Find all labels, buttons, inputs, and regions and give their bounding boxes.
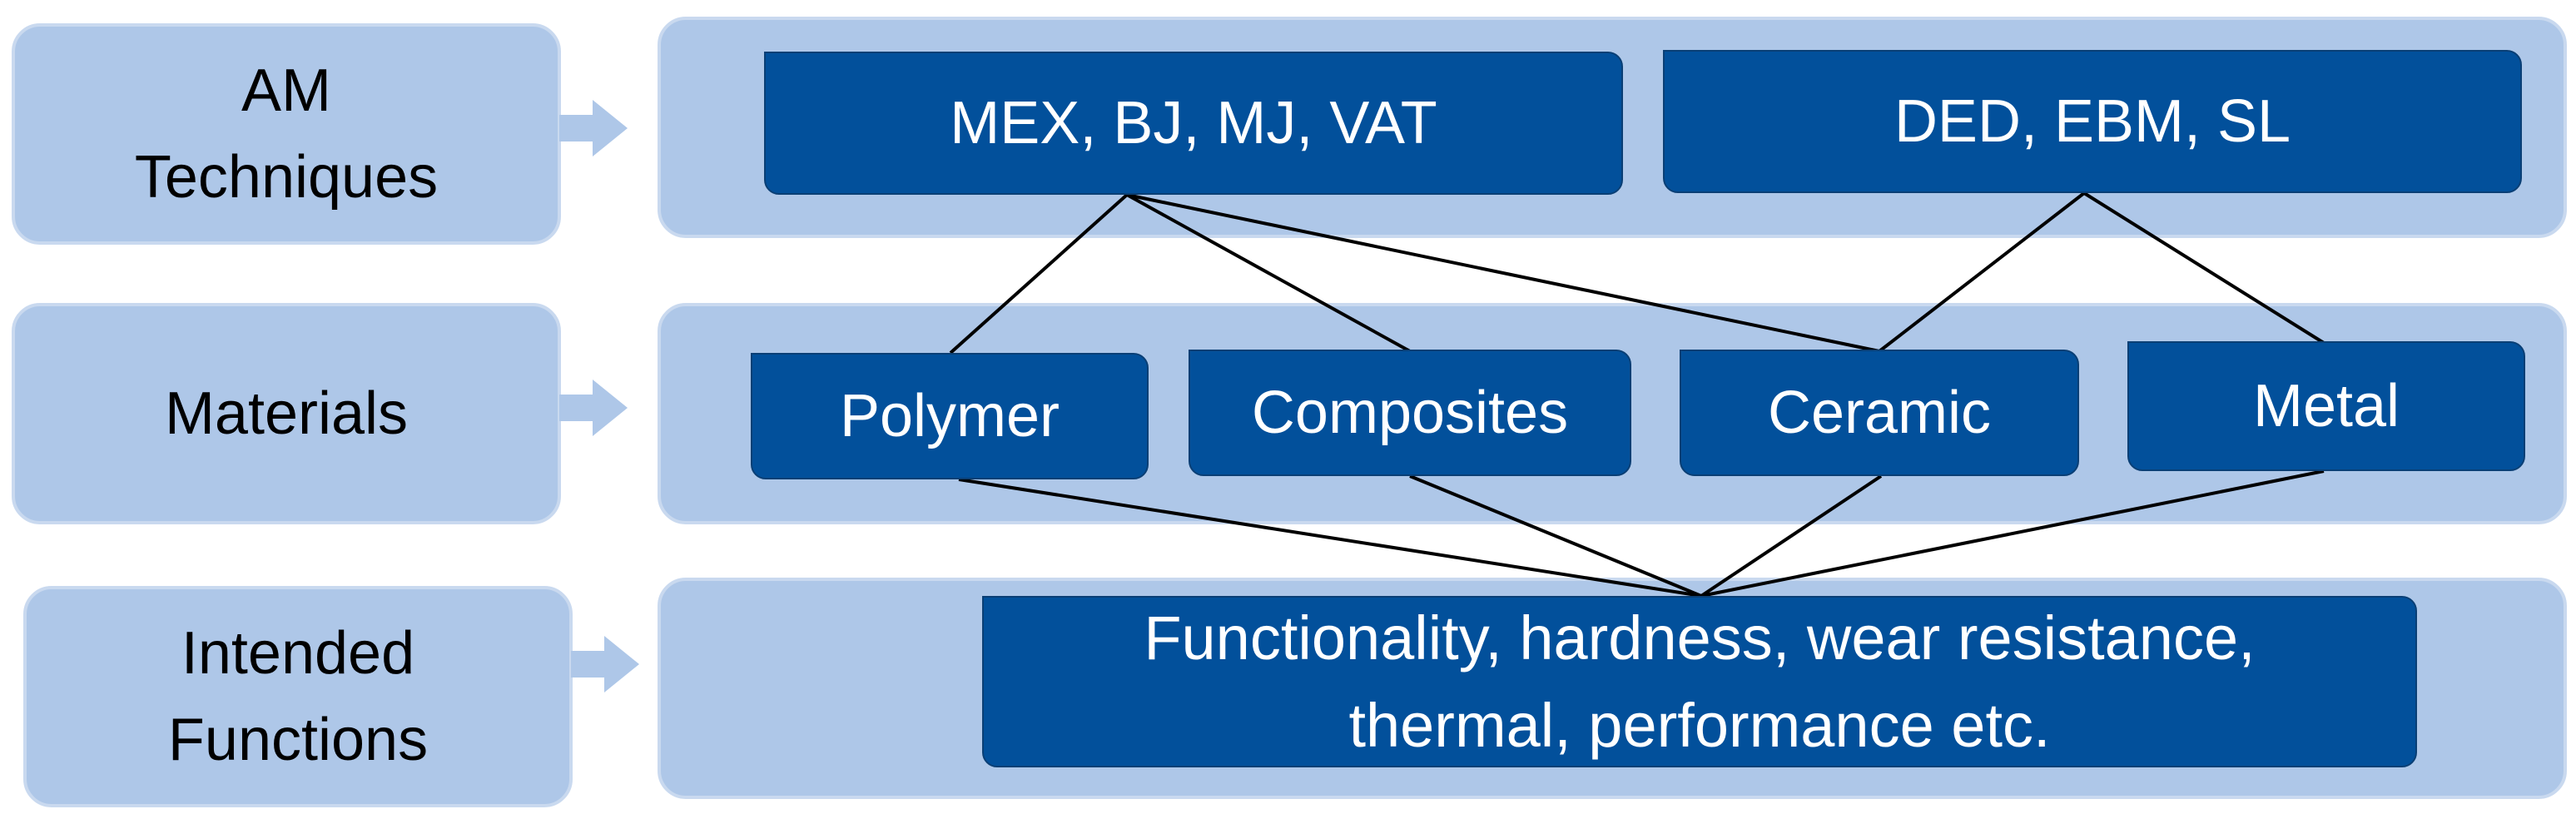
material-node-ceramic: Ceramic — [1680, 350, 2079, 476]
arrow-stem-materials — [559, 395, 594, 421]
technique-node-group-b: DED, EBM, SL — [1663, 50, 2522, 193]
functions-node-summary: Functionality, hardness, wear resistance… — [982, 596, 2417, 767]
arrow-stem-techniques — [559, 115, 594, 141]
arrow-stem-functions — [571, 651, 606, 678]
arrow-right-icon — [604, 636, 639, 692]
technique-node-group-a: MEX, BJ, MJ, VAT — [764, 52, 1623, 195]
label-intended-functions: Intended Functions — [23, 586, 573, 807]
material-node-polymer: Polymer — [751, 353, 1149, 479]
material-node-composites: Composites — [1189, 350, 1631, 476]
arrow-right-icon — [593, 100, 628, 156]
label-materials: Materials — [12, 303, 561, 524]
arrow-right-icon — [593, 380, 628, 436]
label-am-techniques: AM Techniques — [12, 23, 561, 245]
material-node-metal: Metal — [2127, 341, 2525, 471]
